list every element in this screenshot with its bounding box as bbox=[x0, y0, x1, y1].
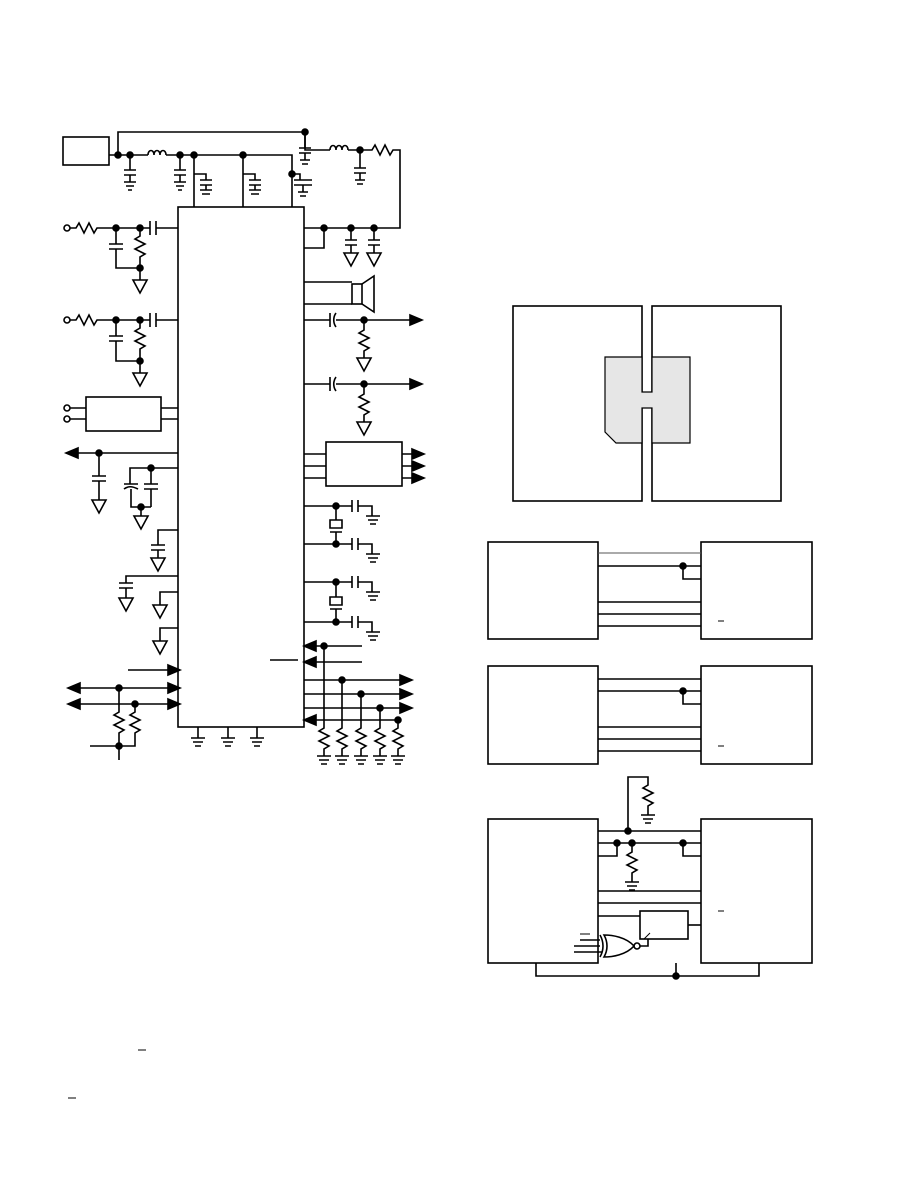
application-schematic bbox=[62, 128, 427, 765]
pad-layout-figure bbox=[512, 305, 782, 502]
device-footprint bbox=[604, 356, 691, 444]
power-source-box bbox=[62, 136, 110, 166]
host-block-1 bbox=[487, 541, 599, 640]
device-block-2 bbox=[700, 665, 813, 765]
interface-diagram-1 bbox=[487, 541, 813, 640]
logic-block bbox=[639, 910, 689, 940]
device-block-3 bbox=[700, 818, 813, 964]
device-block-1 bbox=[700, 541, 813, 640]
inductor-2 bbox=[329, 144, 349, 151]
nor-gate-icon bbox=[602, 934, 636, 958]
host-block-2 bbox=[487, 665, 599, 765]
main-ic-body bbox=[177, 206, 305, 728]
interface-diagram-2 bbox=[487, 665, 813, 765]
peripheral-block-left bbox=[85, 396, 162, 432]
speaker-icon bbox=[351, 283, 363, 305]
host-block-3 bbox=[487, 818, 599, 964]
inductor-1 bbox=[147, 149, 167, 156]
peripheral-block-right bbox=[325, 441, 403, 487]
interface-diagram-3 bbox=[487, 776, 813, 980]
